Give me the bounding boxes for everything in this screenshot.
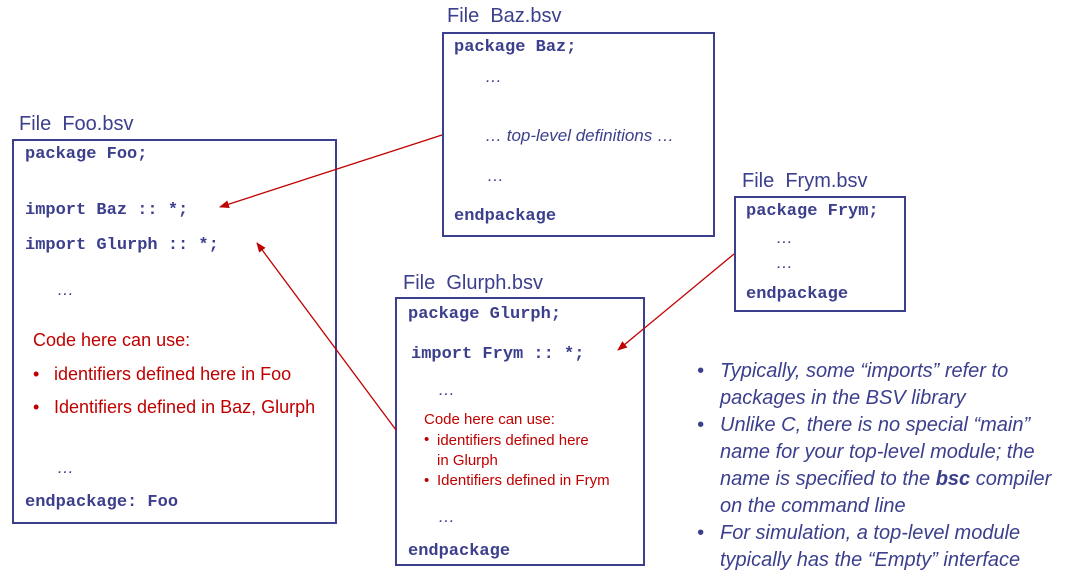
foo-file-title: File Foo.bsv: [19, 113, 134, 135]
arrow-glurph-to-foo: [256, 242, 397, 431]
foo-note-title: Code here can use:: [33, 330, 191, 350]
glurph-note-bullet-1: •: [424, 431, 429, 448]
bullet-item-1: • Typically, some “imports” refer to pac…: [697, 358, 1072, 412]
bullet-item-3: • For simulation, a top-level module typ…: [697, 520, 1072, 574]
glurph-ellipsis-2: …: [438, 507, 455, 526]
foo-note-item-2: Identifiers defined in Baz, Glurph: [54, 397, 316, 417]
glurph-note-item-1: identifiers defined here in Glurph: [437, 432, 589, 469]
frym-file-box: [734, 196, 906, 312]
bullet-glyph: •: [697, 522, 705, 544]
frym-ellipsis-2: …: [776, 253, 793, 272]
foo-import-glurph-line: import Glurph :: *;: [25, 236, 219, 255]
baz-endpackage-line: endpackage: [454, 207, 557, 226]
arrow-baz-to-foo: [219, 134, 443, 209]
glurph-endpackage-line: endpackage: [408, 542, 511, 561]
baz-ellipsis-2: …: [487, 166, 504, 185]
foo-note-bullet-glyph: •: [33, 364, 40, 384]
bullet-text-2: Unlike C, there is no special “main” nam…: [720, 412, 1072, 520]
arrow-frym-to-glurph: [617, 253, 735, 351]
foo-package-line: package Foo;: [25, 145, 148, 164]
glurph-note-bullet-2: •: [424, 472, 429, 489]
foo-endpackage-line: endpackage: Foo: [25, 493, 179, 512]
baz-top-level-definitions: … top-level definitions …: [485, 126, 674, 145]
glurph-note-bullet-glyph: •: [424, 431, 430, 448]
bullet-glyph: •: [697, 360, 705, 382]
glurph-import-frym-line: import Frym :: *;: [411, 345, 585, 364]
baz-file-title: File Baz.bsv: [447, 5, 562, 27]
bullet-text-2-bold: bsc: [935, 468, 971, 490]
glurph-ellipsis-1: …: [438, 380, 455, 399]
glurph-package-line: package Glurph;: [408, 305, 562, 324]
foo-note-bullet-2: •: [33, 397, 39, 418]
bullet-glyph: •: [697, 414, 705, 436]
baz-file-box: [442, 32, 715, 237]
foo-ellipsis-1: …: [57, 280, 74, 299]
glurph-note-item-2: Identifiers defined in Frym: [437, 472, 610, 489]
bullet-text-3: For simulation, a top-level module typic…: [720, 522, 1021, 571]
baz-package-line: package Baz;: [454, 38, 577, 57]
foo-import-baz-line: import Baz :: *;: [25, 201, 189, 220]
bullet-text-2-post: compiler on the command line: [720, 468, 1052, 517]
frym-package-line: package Frym;: [746, 202, 879, 221]
bullet-text-2-pre: Unlike C, there is no special “main” nam…: [720, 414, 1035, 490]
baz-ellipsis-1: …: [485, 67, 502, 86]
bullet-item-2: • Unlike C, there is no special “main” n…: [697, 412, 1072, 520]
glurph-note-bullet-glyph: •: [424, 472, 430, 489]
frym-ellipsis-1: …: [776, 228, 793, 247]
foo-file-box: [12, 139, 337, 524]
foo-ellipsis-2: …: [57, 458, 74, 477]
glurph-file-title: File Glurph.bsv: [403, 272, 544, 294]
bullet-text-1: Typically, some “imports” refer to packa…: [720, 360, 1009, 409]
foo-note-item-1: identifiers defined here in Foo: [54, 364, 292, 384]
frym-endpackage-line: endpackage: [746, 285, 849, 304]
foo-note-bullet-1: •: [33, 364, 39, 385]
foo-note-bullet-glyph: •: [33, 397, 40, 417]
glurph-note-title: Code here can use:: [424, 411, 555, 428]
frym-file-title: File Frym.bsv: [742, 170, 868, 192]
glurph-file-box: [395, 297, 645, 566]
